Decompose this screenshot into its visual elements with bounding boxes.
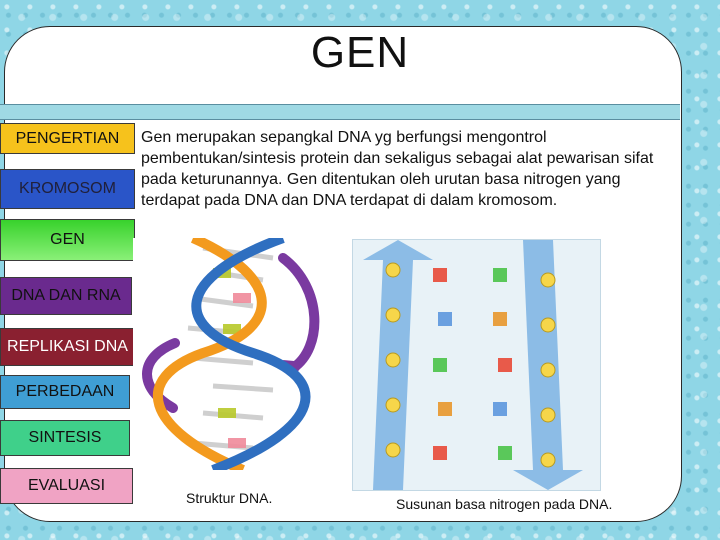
nav-button-replikasi-dna[interactable]: REPLIKASI DNA xyxy=(0,328,135,366)
nav-button-kromosom[interactable]: KROMOSOM xyxy=(0,169,135,209)
dna-structure-caption: Struktur DNA. xyxy=(186,490,273,506)
slide-title: GEN xyxy=(310,28,410,77)
nav-button-perbedaan[interactable]: PERBEDAAN xyxy=(0,375,130,409)
nav-button-pengertian[interactable]: PENGERTIAN xyxy=(0,123,135,154)
gene-description-text: Gen merupakan sepangkal DNA yg berfungsi… xyxy=(141,129,654,209)
nitrogen-base-chain-image xyxy=(352,239,601,491)
nav-button-gen[interactable]: GEN xyxy=(0,219,135,261)
title-divider-bar xyxy=(0,104,680,120)
nitrogen-base-caption: Susunan basa nitrogen pada DNA. xyxy=(396,496,613,512)
nav-button-evaluasi[interactable]: EVALUASI xyxy=(0,468,133,504)
nav-button-sintesis[interactable]: SINTESIS xyxy=(0,420,130,456)
dna-structure-image xyxy=(133,233,338,475)
nav-button-dna-dan-rna[interactable]: DNA DAN RNA xyxy=(0,277,132,315)
